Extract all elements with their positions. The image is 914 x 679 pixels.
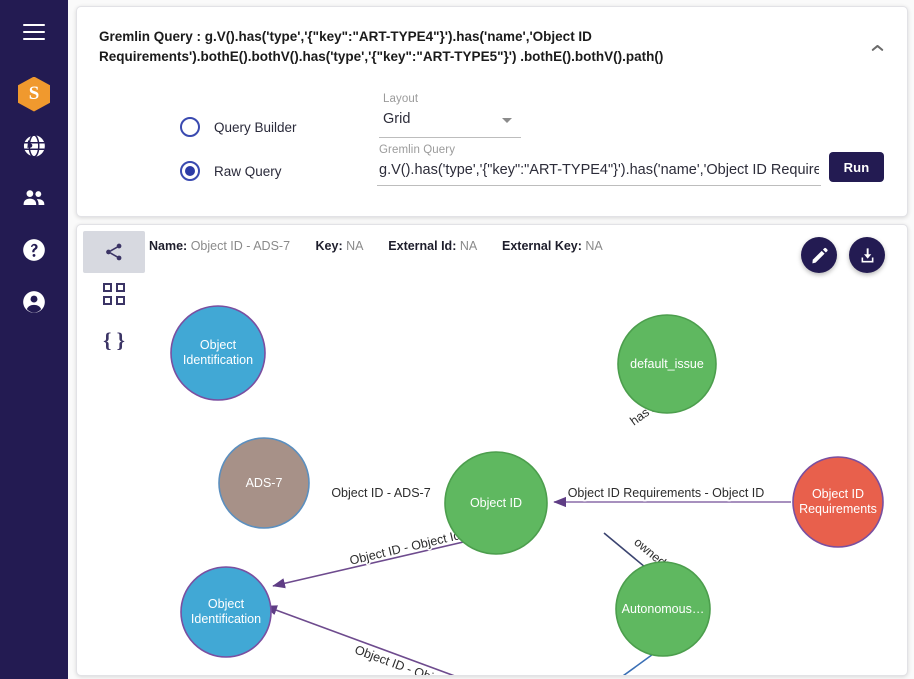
radio-label-raw-query: Raw Query [214, 163, 282, 179]
graph-nodes: Object Identification default_issue ADS-… [170, 305, 884, 658]
graph-node-object-id[interactable]: Object ID [444, 451, 548, 555]
hexagon-s-logo-icon: S [18, 76, 50, 112]
meta-external-key: External Key: NA [502, 239, 603, 253]
menu-toggle-button[interactable] [12, 10, 56, 54]
chevron-down-icon[interactable] [502, 118, 512, 123]
radio-raw-query[interactable]: Raw Query [180, 161, 282, 181]
share-graph-icon [106, 243, 122, 261]
collapse-panel-button[interactable] [863, 33, 891, 61]
layout-selected-value: Grid [383, 111, 411, 127]
edge-object-id-requirements-object-id[interactable]: Object ID Requirements - Object ID [553, 484, 791, 508]
meta-external-key-key: External Key: [502, 239, 582, 253]
account-circle-icon [23, 291, 45, 313]
view-mode-grid[interactable] [83, 273, 145, 315]
sidebar-item-account[interactable] [12, 280, 56, 324]
sidebar-item-globe[interactable] [12, 124, 56, 168]
chevron-up-icon [872, 44, 883, 51]
radio-selected-dot [185, 166, 195, 176]
graph-visualization[interactable]: Object ID - Object Identification hasTyp… [77, 225, 908, 676]
pencil-icon [811, 247, 828, 263]
gremlin-field-label: Gremlin Query [379, 144, 456, 156]
sidebar-item-people[interactable] [12, 176, 56, 220]
radio-label-query-builder: Query Builder [214, 119, 297, 135]
meta-key-value: NA [346, 239, 363, 253]
hamburger-icon [23, 24, 45, 40]
left-navigation-rail: S [0, 0, 68, 679]
gremlin-query-input-value: g.V().has('type','{"key":"ART-TYPE4"}').… [379, 162, 819, 178]
radio-outer-circle [180, 161, 200, 181]
layout-field-label: Layout [383, 93, 419, 105]
view-mode-json[interactable]: { } [83, 319, 145, 361]
result-panel: Object ID - Object Identification hasTyp… [76, 224, 908, 676]
people-icon [23, 190, 45, 206]
grid-icon [103, 283, 125, 305]
meta-external-id: External Id: NA [388, 239, 480, 253]
edge-label: Object ID Requirements - Object ID [568, 486, 765, 500]
meta-external-key-value: NA [585, 239, 603, 253]
meta-name-value: Object ID - ADS-7 [190, 239, 291, 253]
graph-node-object-identification-bottom[interactable]: Object Identification [180, 566, 272, 658]
gremlin-field-underline [377, 185, 821, 186]
json-braces-icon: { } [103, 327, 125, 352]
meta-key-key: Key: [315, 239, 343, 253]
query-panel: Gremlin Query : g.V().has('type','{"key"… [76, 6, 908, 217]
graph-node-object-id-requirements[interactable]: Object ID Requirements [792, 456, 884, 548]
page-title: Gremlin Query : g.V().has('type','{"key"… [99, 29, 664, 65]
meta-name-key: Name: [149, 239, 188, 253]
globe-icon [22, 134, 45, 158]
view-mode-graph[interactable] [83, 231, 145, 273]
run-button[interactable]: Run [829, 152, 884, 182]
record-meta-bar: Name: Object ID - ADS-7 Key: NA External… [149, 239, 625, 253]
radio-query-builder[interactable]: Query Builder [180, 117, 297, 137]
graph-node-autonomous[interactable]: Autonomous… [615, 561, 711, 657]
layout-field-underline [379, 137, 521, 138]
graph-node-default-issue[interactable]: default_issue [617, 314, 717, 414]
edge-object-id-ads-7[interactable]: Object ID - ADS-7 [312, 486, 519, 676]
download-button[interactable] [849, 237, 885, 273]
meta-external-id-value: NA [459, 239, 477, 253]
meta-external-id-key: External Id: [388, 239, 457, 253]
gremlin-query-input[interactable] [377, 157, 821, 185]
graph-node-ads-7[interactable]: ADS-7 [218, 437, 310, 529]
meta-name: Name: Object ID - ADS-7 [149, 239, 294, 253]
logo-letter: S [28, 83, 40, 104]
download-icon [861, 247, 873, 262]
graph-node-object-identification-top[interactable]: Object Identification [170, 305, 266, 401]
layout-select[interactable] [377, 107, 523, 137]
edge-label: Object ID - ADS-7 [331, 486, 430, 500]
help-circle-icon [23, 239, 45, 261]
radio-outer-circle [180, 117, 200, 137]
edge-object-id-object-identification-top[interactable]: Object ID - Object Identification [264, 605, 528, 676]
brand-logo-button[interactable]: S [12, 72, 56, 116]
edit-button[interactable] [801, 237, 837, 273]
sidebar-item-help[interactable] [12, 228, 56, 272]
meta-key: Key: NA [316, 239, 367, 253]
